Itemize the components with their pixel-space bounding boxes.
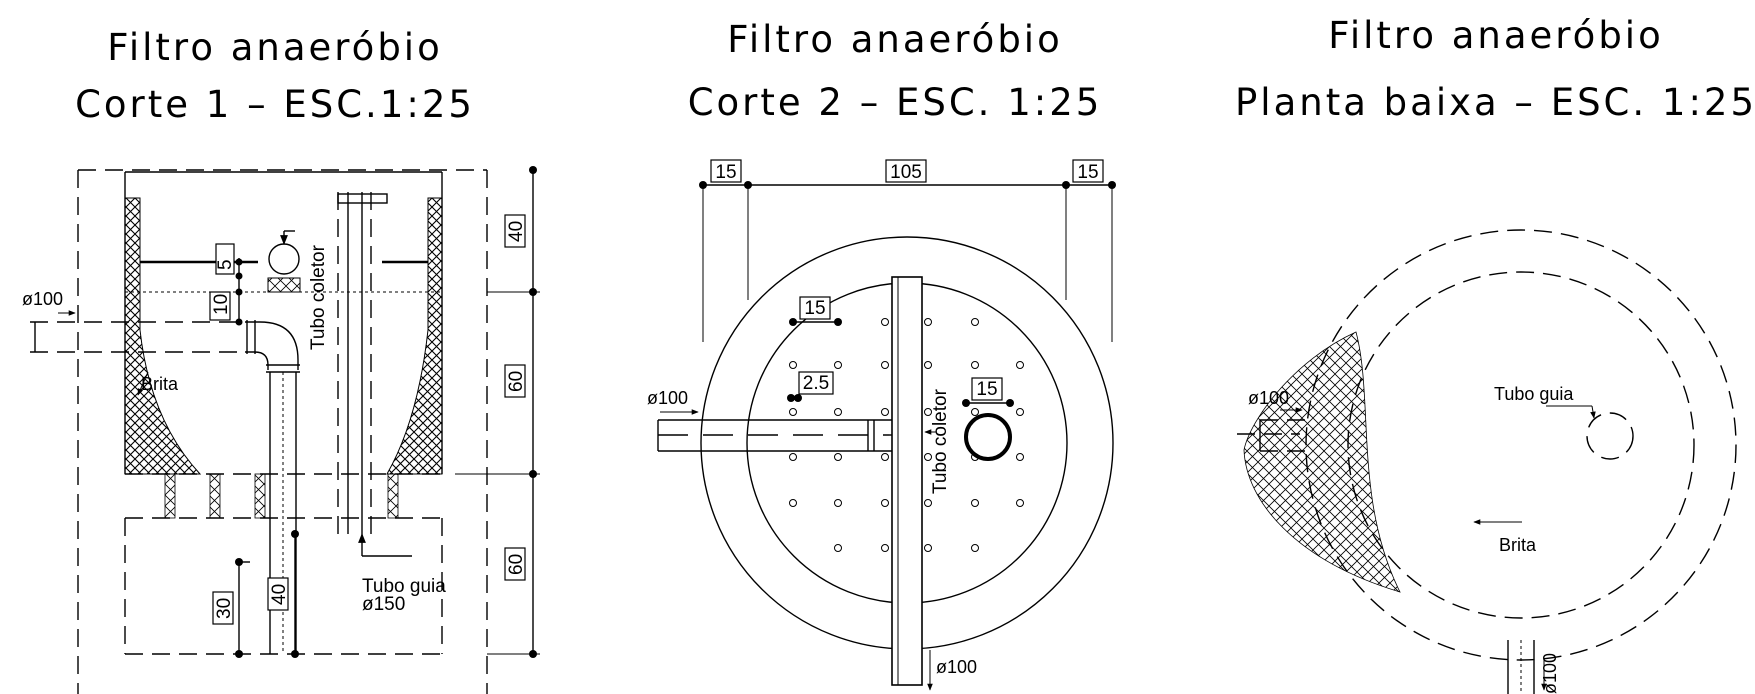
corte2-collector-tube: [891, 276, 923, 686]
planta-inlet-pipe: [1237, 419, 1305, 452]
corte2-perforation-holes: [789, 318, 1024, 552]
corte1-brita-right: [386, 197, 443, 475]
corte2-title-line2: Corte 2 – ESC. 1:25: [688, 81, 1103, 124]
corte1-inlet-label: ø100: [22, 289, 63, 309]
planta-outer-wall: [1305, 229, 1737, 661]
corte1-title-line2: Corte 1 – ESC.1:25: [75, 83, 475, 126]
corte2-dim-15-holes: 15: [804, 298, 825, 319]
planta-inner-wall: [1347, 271, 1695, 619]
corte1-small-dims: [209, 243, 299, 658]
corte2-inlet-label: ø100: [647, 388, 688, 408]
corte1-collector-float: [268, 243, 300, 275]
corte1-dim-40-top: 40: [506, 221, 527, 242]
corte2-dim-15-pipe: 15: [976, 379, 997, 400]
corte1-right-dims: [455, 166, 540, 658]
corte2-dim-105: 105: [890, 162, 922, 183]
corte1-tubo-guia-diam: ø150: [362, 594, 405, 615]
panel-corte-2: Filtro anaeróbio Corte 2 – ESC. 1:25 15 …: [647, 18, 1116, 691]
corte2-tubo-coletor-label: Tubo coletor: [930, 388, 951, 494]
corte1-tubo-coletor-label: Tubo coletor: [308, 244, 329, 350]
corte2-inner-dims: [787, 296, 1014, 407]
corte1-brita-left: [124, 197, 202, 475]
corte2-dim-2-5: 2.5: [803, 373, 829, 394]
corte1-dim-30: 30: [214, 598, 235, 619]
corte2-inlet-pipe: [657, 419, 892, 452]
corte1-dim-5: 5: [215, 259, 236, 270]
corte2-outlet-label: ø100: [936, 657, 977, 677]
corte1-dim-60-mid: 60: [506, 371, 527, 392]
corte2-dim-15-left: 15: [715, 162, 736, 183]
corte1-support-blocks: [164, 473, 399, 519]
corte1-dim-60-bot: 60: [506, 554, 527, 575]
corte2-dim-15-right: 15: [1077, 162, 1098, 183]
corte1-title-line1: Filtro anaeróbio: [107, 26, 442, 69]
corte2-guide-pipe: [964, 413, 1012, 461]
corte1-guide-tube: [337, 192, 412, 557]
planta-brita-label: Brita: [1499, 535, 1537, 555]
panel-corte-1: Filtro anaeróbio Corte 1 – ESC.1:25: [22, 26, 540, 694]
planta-brita-area: [1243, 331, 1401, 593]
corte1-brita-label: Brita: [141, 374, 179, 394]
corte1-tubo-guia-label: Tubo guia: [362, 576, 446, 597]
planta-outlet-pipe: [1507, 640, 1535, 694]
planta-inlet-label: ø100: [1248, 388, 1289, 408]
planta-outlet-label: ø100: [1540, 653, 1560, 694]
corte1-dim-10: 10: [211, 294, 232, 315]
corte1-inlet-pipe: [30, 320, 300, 654]
corte2-title-line1: Filtro anaeróbio: [727, 18, 1062, 61]
corte2-top-dims: [699, 159, 1116, 342]
planta-title-line1: Filtro anaeróbio: [1328, 14, 1663, 57]
planta-tubo-guia-label: Tubo guia: [1494, 384, 1574, 404]
planta-guide-tube: [1586, 412, 1634, 460]
planta-title-line2: Planta baixa – ESC. 1:25: [1235, 81, 1755, 124]
corte1-dim-40-pipe: 40: [269, 584, 290, 605]
panel-planta-baixa: Filtro anaeróbio Planta baixa – ESC. 1:2…: [1235, 14, 1755, 694]
corte1-collector-block: [267, 277, 301, 293]
